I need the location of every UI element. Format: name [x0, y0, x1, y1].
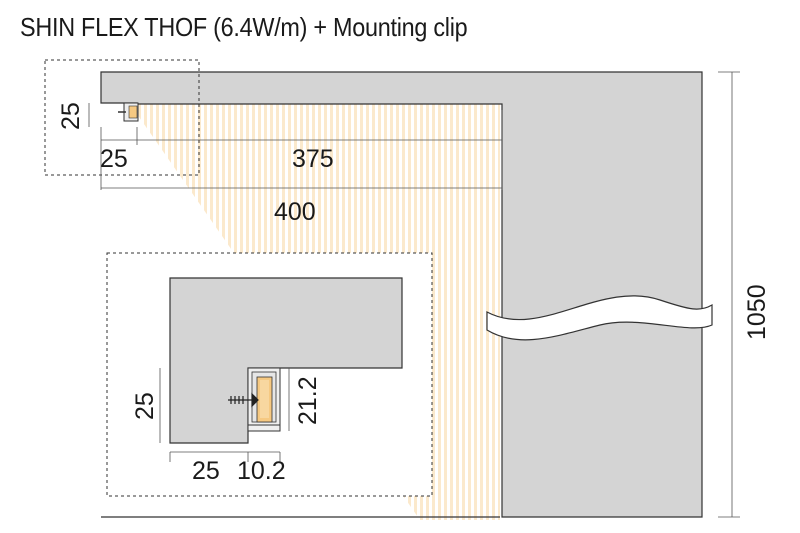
dim-detail-overhang-depth: 25	[192, 457, 220, 485]
led-profile-small	[118, 102, 139, 122]
dim-detail-profile-width: 10.2	[237, 457, 286, 485]
dim-led-offset: 25	[100, 145, 128, 173]
dimension-line-height	[718, 71, 740, 518]
dim-overhang-height: 25	[57, 102, 85, 130]
detail-marker-box	[44, 59, 200, 176]
dim-detail-profile-height: 21.2	[294, 376, 322, 425]
dim-total-height: 1050	[743, 284, 771, 340]
dim-detail-overhang-height: 25	[131, 392, 159, 420]
break-symbol	[486, 295, 713, 341]
led-profile-detail	[247, 367, 281, 432]
dim-inner-width: 375	[292, 145, 334, 173]
dimension-lines-top	[88, 103, 503, 190]
ceiling-wall-section	[100, 71, 703, 518]
diagram-title: SHIN FLEX THOF (6.4W/m) + Mounting clip	[20, 12, 468, 42]
dim-total-width: 400	[274, 198, 316, 226]
dimension-lines-detail	[159, 368, 290, 462]
mounting-screw-icon	[228, 392, 259, 408]
